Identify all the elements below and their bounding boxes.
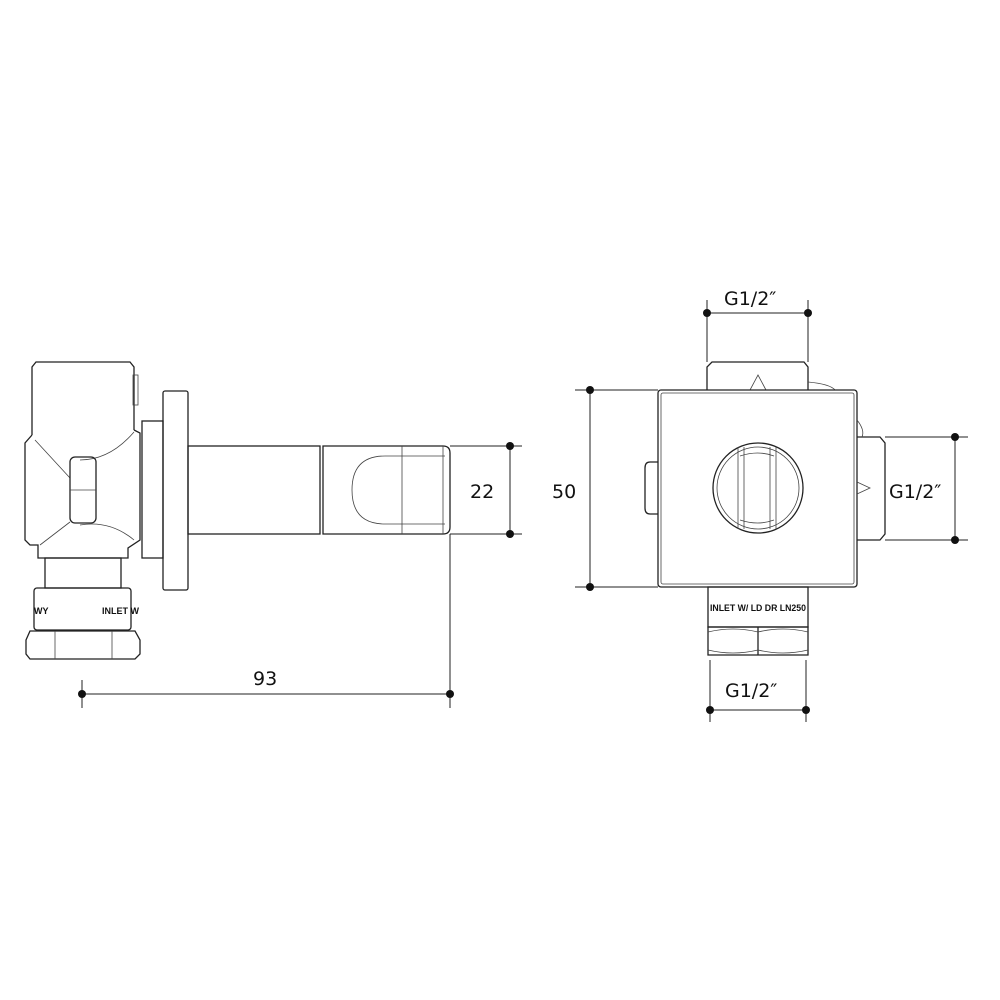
handle-knob (712, 442, 804, 534)
dimension-93: 93 (78, 534, 454, 708)
wall-plate (141, 420, 164, 559)
right-port (857, 436, 886, 541)
handle-cap (31, 361, 135, 435)
valve-body (24, 429, 141, 559)
front-view: INLET W/ LD DR LN250 (644, 361, 886, 656)
valve-face (657, 389, 858, 588)
engraving-right: INLET W (102, 606, 139, 616)
tube (187, 445, 321, 535)
bottom-hex-nut (707, 626, 809, 656)
dimension-bottom-thread: G1/2″ (706, 660, 810, 722)
dim-label-22: 22 (470, 481, 494, 503)
dim-label-top-thread: G1/2″ (724, 288, 776, 310)
dimension-22: 22 (450, 442, 522, 538)
side-view: WY INLET W (24, 361, 451, 660)
dim-label-93: 93 (253, 668, 277, 690)
outlet (322, 445, 451, 535)
dimension-right-thread: G1/2″ (885, 433, 968, 544)
dimension-50: 50 (552, 386, 658, 591)
flange (162, 390, 189, 591)
top-port (706, 361, 809, 390)
dim-label-bottom-thread: G1/2″ (725, 680, 777, 702)
engraving-left: WY (34, 606, 49, 616)
dimension-top-thread: G1/2″ (703, 288, 812, 362)
hex-nut (25, 630, 141, 660)
dim-label-50: 50 (552, 481, 576, 503)
nut-collar (33, 587, 132, 631)
dim-label-right-thread: G1/2″ (889, 481, 941, 503)
engraving-front: INLET W/ LD DR LN250 (710, 603, 806, 613)
